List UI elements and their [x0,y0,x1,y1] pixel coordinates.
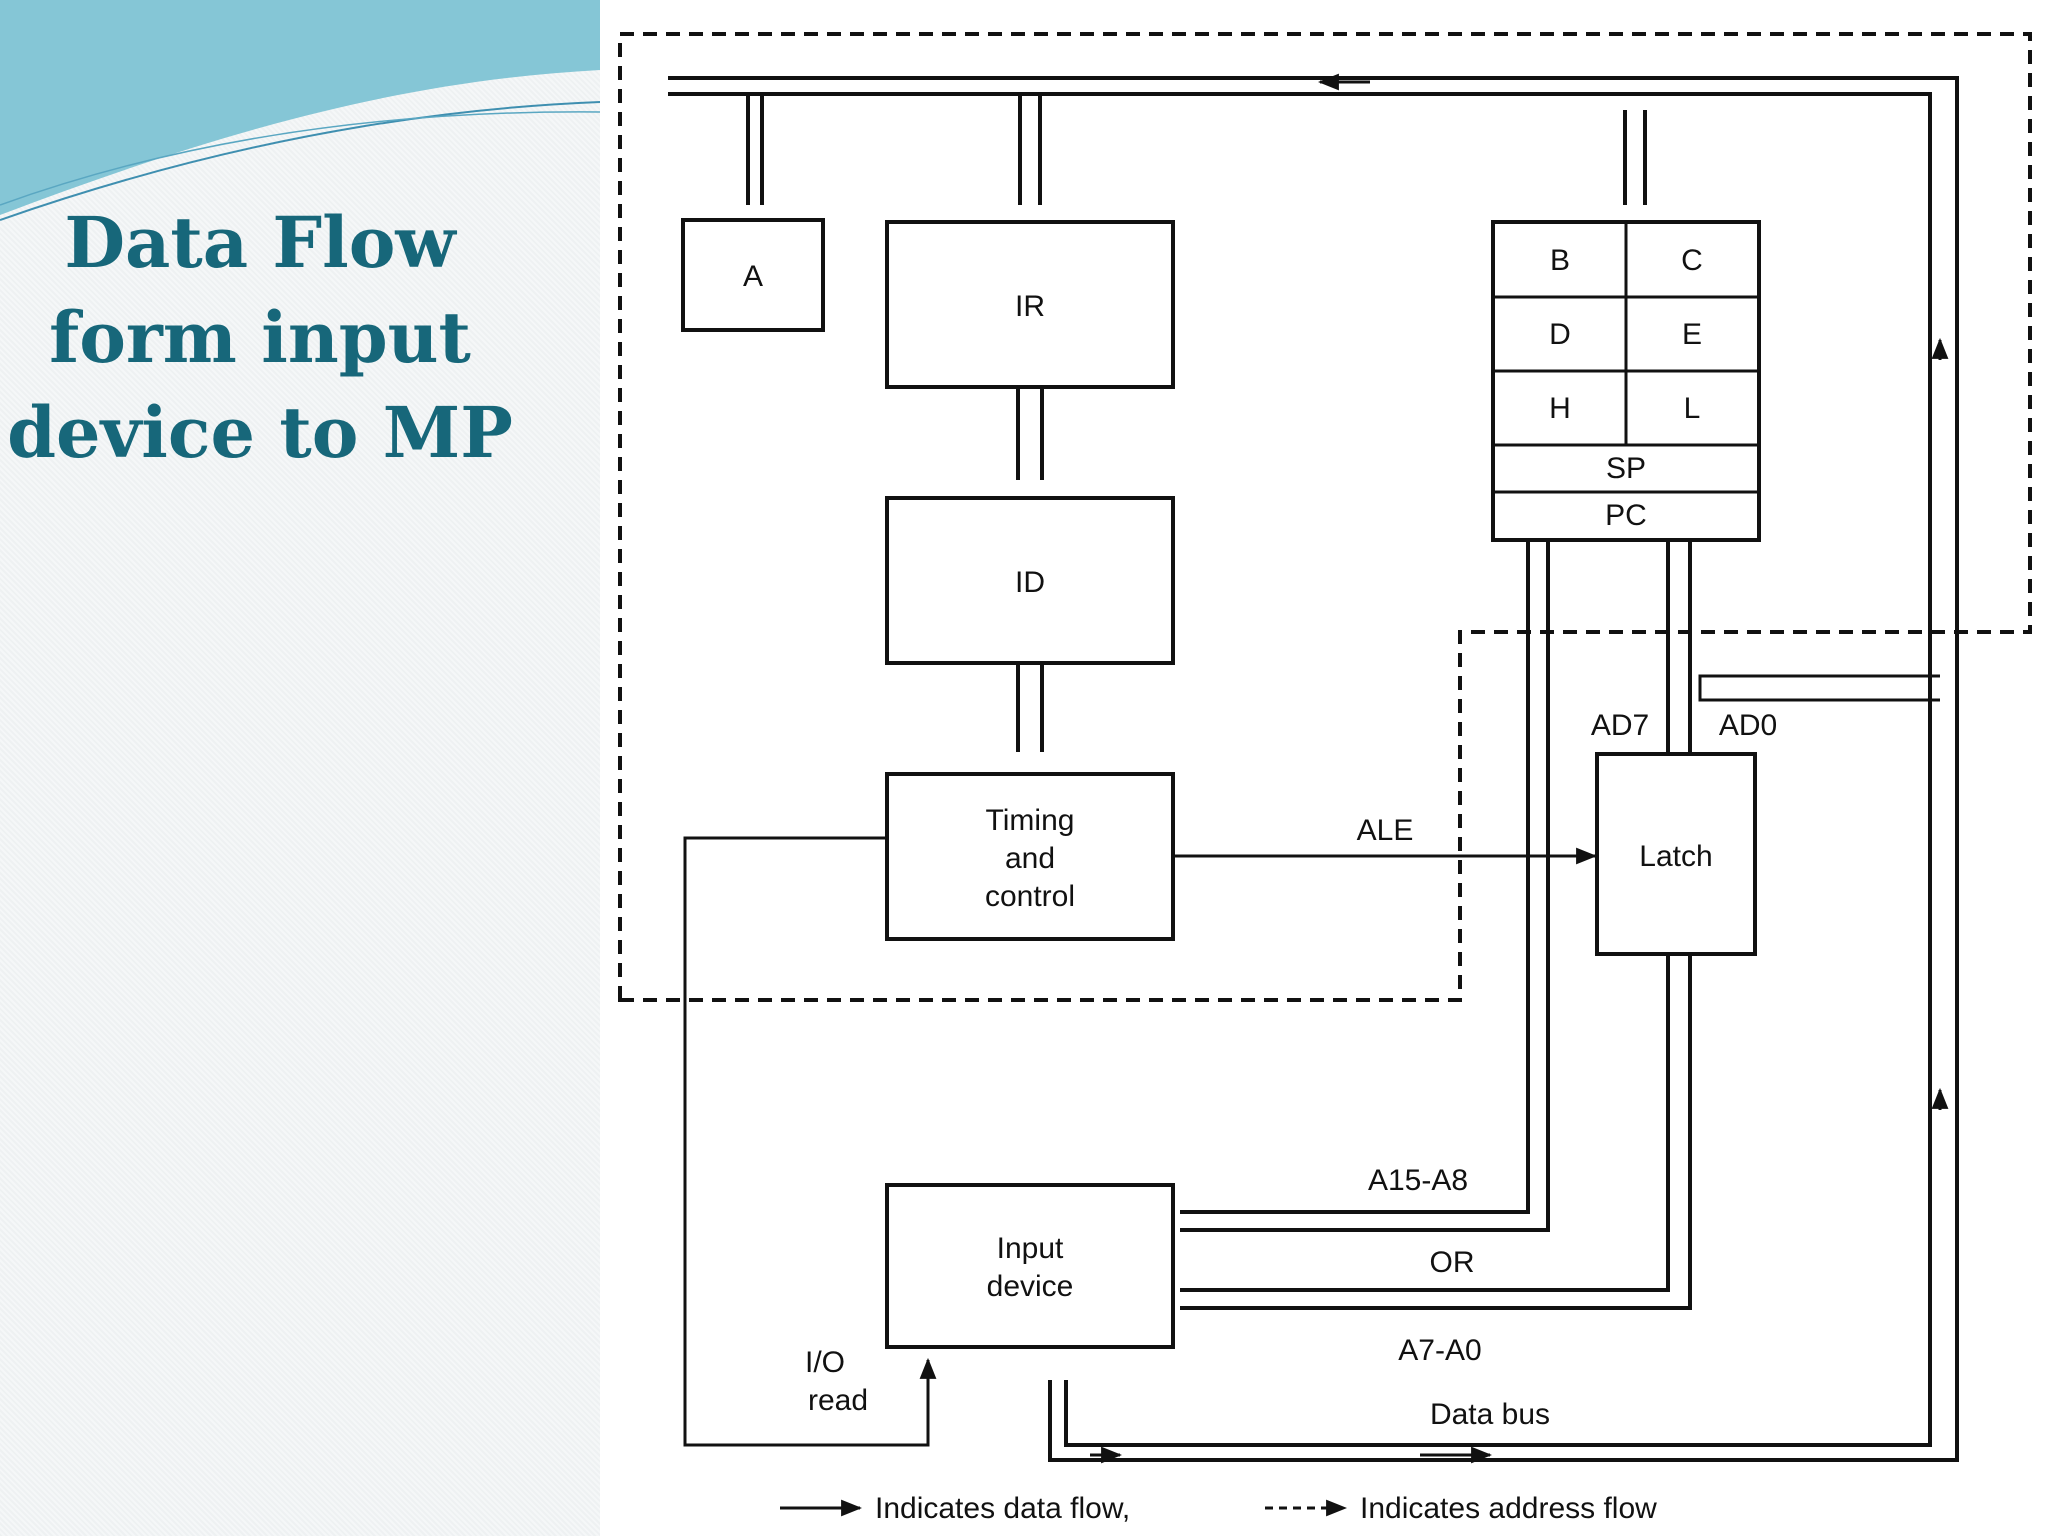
addr-low-bus [1666,540,1692,754]
block-ir [885,220,1175,389]
label-latch: Latch [1639,840,1712,873]
internal-bus-top [668,76,1959,1462]
data-flow-diagram: A IR ID Timing and control Latch Input d… [600,0,2048,1536]
latch-to-input-bus [1180,955,1692,1310]
io-read-line [683,836,937,1447]
signal-or: OR [1430,1246,1475,1279]
label-timing-3: control [985,880,1075,913]
label-accumulator: A [743,260,763,293]
label-timing-1: Timing [986,804,1075,837]
tap-a [746,94,764,205]
addr-high-bus [1180,540,1550,1232]
address-boundary-dashed [618,32,2032,1002]
register-sp: SP [1606,452,1646,485]
figure-background [600,0,2048,1536]
title-line-2: form input [49,296,471,379]
label-input-1: Input [997,1232,1064,1265]
register-c: C [1681,244,1703,277]
signal-a7-a0: A7-A0 [1398,1334,1481,1367]
signal-io-read-1: I/O [805,1346,845,1379]
internal-bus-top-inner [668,92,1932,1447]
ir-to-id-bus [1016,388,1044,480]
block-input-device [885,1183,1175,1349]
slide-title: Data Flow form input device to MP [0,195,520,480]
id-to-timing-bus [1016,662,1044,752]
label-ir: IR [1015,290,1045,323]
swoosh-line-2 [0,111,600,206]
tap-ir [1018,94,1042,205]
label-id: ID [1015,566,1045,599]
register-h: H [1549,392,1571,425]
title-line-3: device to MP [7,391,513,474]
legend-address-flow: Indicates address flow [1360,1492,1657,1525]
tap-regs [1623,110,1647,205]
signal-ad7: AD7 [1591,709,1649,742]
register-grid-lines [1493,222,1759,494]
label-input-2: device [987,1270,1074,1303]
register-e: E [1682,318,1702,351]
register-l: L [1684,392,1701,425]
signal-data-bus: Data bus [1430,1398,1550,1431]
data-bus-inner-loop [1698,674,1940,702]
signal-io-read-2: read [808,1384,868,1417]
register-pc: PC [1605,499,1647,532]
swoosh-fill [0,0,600,215]
signal-ad0: AD0 [1719,709,1777,742]
signal-a15-a8: A15-A8 [1368,1164,1468,1197]
title-line-1: Data Flow [64,201,456,284]
register-b: B [1550,244,1570,277]
block-id [885,496,1175,665]
swoosh-line-1 [0,101,600,221]
label-timing-2: and [1005,842,1055,875]
signal-ale: ALE [1357,814,1414,847]
block-accumulator [681,218,825,332]
register-d: D [1549,318,1571,351]
header-swoosh [0,0,600,221]
legend-data-flow: Indicates data flow, [875,1492,1130,1525]
